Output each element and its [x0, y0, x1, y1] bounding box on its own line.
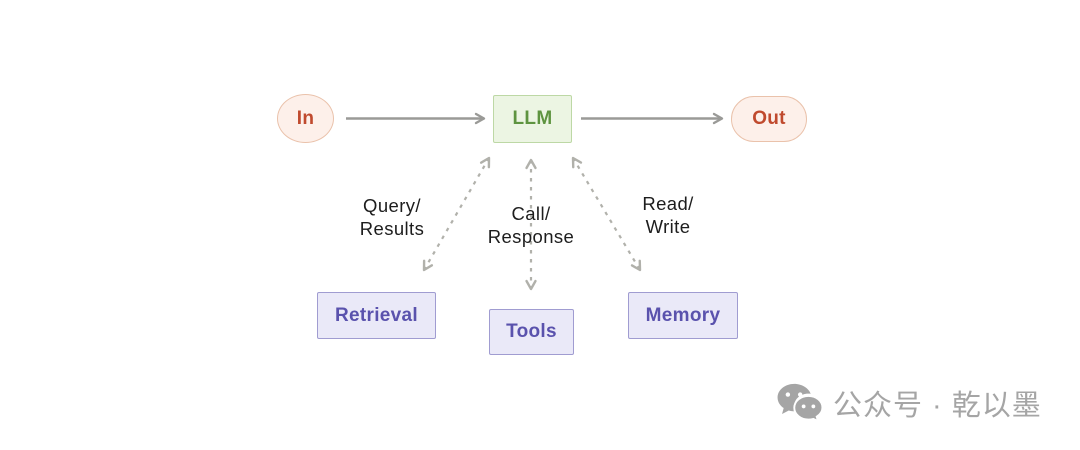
wechat-icon [777, 383, 824, 423]
node-retrieval-label: Retrieval [335, 304, 418, 326]
edge-label-query-line1: Query/ [363, 195, 421, 216]
node-memory: Memory [628, 292, 738, 339]
edge-label-call-line2: Response [487, 226, 575, 247]
node-tools-label: Tools [506, 321, 557, 342]
node-llm-label: LLM [512, 108, 553, 129]
edge-label-read-line2: Write [645, 216, 691, 237]
node-retrieval: Retrieval [317, 292, 436, 339]
watermark-text: 公众号 · 乾以墨 [833, 390, 1042, 422]
node-out-label: Out [752, 108, 786, 129]
node-llm: LLM [493, 95, 572, 143]
node-in: In [277, 94, 334, 143]
node-in-label: In [296, 107, 315, 129]
edge-label-read-line1: Read/ [642, 193, 694, 214]
edge-label-query-results: Query/ Results [322, 194, 462, 240]
edge-label-call-line1: Call/ [511, 203, 551, 224]
watermark: 公众号 · 乾以墨 [776, 382, 1042, 424]
node-out: Out [731, 96, 807, 142]
node-memory-label: Memory [645, 304, 721, 326]
edge-label-call-response: Call/ Response [461, 202, 601, 248]
node-tools: Tools [489, 309, 574, 355]
edge-label-query-line2: Results [359, 218, 425, 239]
edge-label-read-write: Read/ Write [598, 192, 738, 238]
